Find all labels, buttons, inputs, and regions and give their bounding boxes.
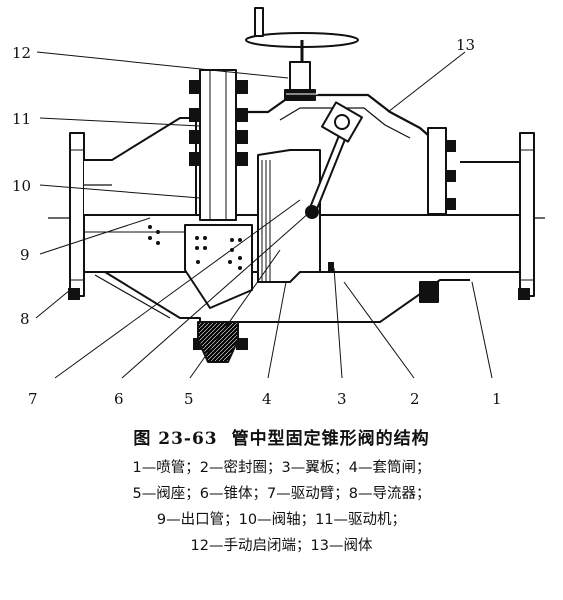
callout-13: 13 (456, 36, 475, 54)
cone-body (184, 224, 253, 309)
sleeve-gate (257, 149, 321, 283)
right-flange (519, 132, 535, 297)
callout-11: 11 (12, 110, 31, 128)
callout-10: 10 (12, 177, 31, 195)
central-flange (199, 69, 237, 221)
valve-cross-section-diagram: 12 13 11 10 9 8 7 6 5 4 3 2 1 (12, 7, 545, 408)
inlet-upper-body (84, 117, 197, 216)
callout-5: 5 (184, 390, 194, 408)
wing-plate (328, 262, 334, 272)
figure-title-text: 管中型固定锥形阀的结构 (231, 429, 430, 449)
callout-7: 7 (28, 390, 38, 408)
callout-1: 1 (492, 390, 502, 408)
legend-line-4: 12—手动启闭端；13—阀体 (190, 538, 373, 554)
callout-6: 6 (114, 390, 124, 408)
figure-caption: 图 23-63 管中型固定锥形阀的结构 1—喷管；2—密封圈；3—翼板；4—套筒闸… (0, 424, 563, 559)
callout-2: 2 (410, 390, 420, 408)
legend-line-3: 9—出口管；10—阀轴；11—驱动机； (156, 512, 407, 528)
legend-line-2: 5—阀座；6—锥体；7—驱动臂；8—导流器； (132, 486, 431, 502)
callout-9: 9 (20, 246, 30, 264)
callout-12: 12 (12, 44, 31, 62)
callout-8: 8 (20, 310, 30, 328)
callout-3: 3 (337, 390, 347, 408)
figure-title: 图 23-63 管中型固定锥形阀的结构 (0, 424, 563, 449)
valve-body (236, 93, 429, 136)
callout-4: 4 (262, 390, 272, 408)
figure-number: 图 23-63 (133, 429, 218, 449)
left-flange (69, 132, 85, 297)
valve-seat (197, 321, 239, 363)
outlet-flange (427, 127, 447, 215)
legend-line-1: 1—喷管；2—密封圈；3—翼板；4—套筒闸； (132, 460, 431, 476)
